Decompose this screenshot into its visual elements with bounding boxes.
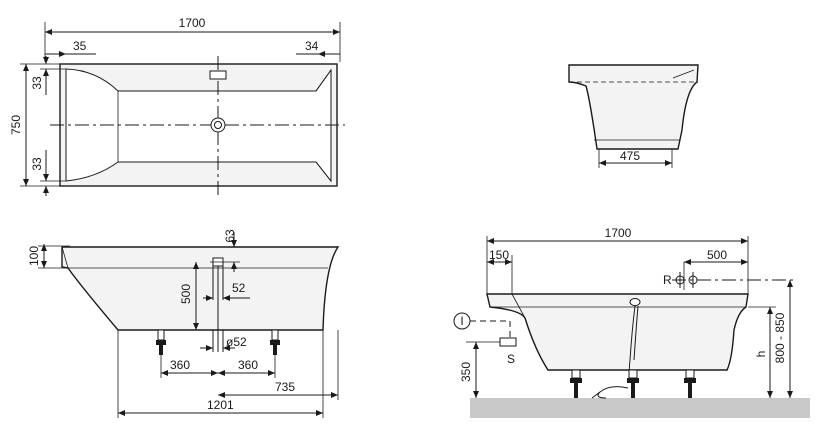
side-leg-left	[570, 369, 582, 398]
side-supply-label: S	[507, 352, 515, 366]
side-leg-middle	[627, 369, 639, 398]
side-leg-right	[684, 369, 696, 398]
front-leg-right	[270, 329, 280, 355]
overflow-icon	[209, 70, 227, 80]
front-waste-offset-label: 52	[232, 281, 246, 295]
side-tap-label: R	[663, 273, 672, 287]
side-left-offset-label: 150	[489, 248, 509, 262]
front-leg-left	[156, 329, 166, 355]
front-overflow-offset-label: 63	[223, 229, 237, 243]
end-foot-width-label: 475	[620, 149, 640, 163]
side-supply-icon	[499, 337, 517, 347]
top-length-label: 1700	[179, 16, 206, 30]
side-overflow-icon	[629, 298, 641, 306]
waste-trap	[591, 386, 629, 399]
end-tub-outline	[568, 64, 699, 150]
top-margin-left-label: 35	[73, 39, 87, 53]
side-length-label: 1700	[605, 226, 632, 240]
front-tub-outline	[61, 246, 340, 331]
front-leg-left-label: 360	[170, 358, 190, 372]
side-height-label: h	[754, 351, 768, 358]
top-margin-right-label: 34	[305, 39, 319, 53]
front-base-length-label: 1201	[207, 398, 234, 412]
top-rim-top-label: 33	[30, 76, 44, 90]
side-floor-height-label: 350	[459, 362, 473, 382]
side-inlet-label: I	[460, 314, 463, 328]
floor	[470, 398, 810, 418]
top-width-label: 750	[9, 115, 23, 135]
side-total-height-label: 800 - 850	[773, 312, 787, 363]
side-tub-outline	[486, 293, 749, 371]
top-view: 1700 35 34 750 33 33	[9, 16, 345, 196]
side-tap-offset-label: 500	[707, 248, 727, 262]
top-rim-bottom-label: 33	[30, 157, 44, 171]
front-leg-right-label: 360	[238, 358, 258, 372]
front-rim-height-label: 100	[27, 246, 41, 266]
side-view: 1700 150 500 R	[453, 226, 810, 418]
front-waste-to-end-label: 735	[275, 380, 295, 394]
front-view: 100 63 500 52 ø52	[27, 229, 340, 418]
front-waste-height-label: 500	[179, 284, 193, 304]
front-waste-diameter-label: ø52	[226, 335, 247, 349]
end-view: 475	[568, 64, 699, 168]
